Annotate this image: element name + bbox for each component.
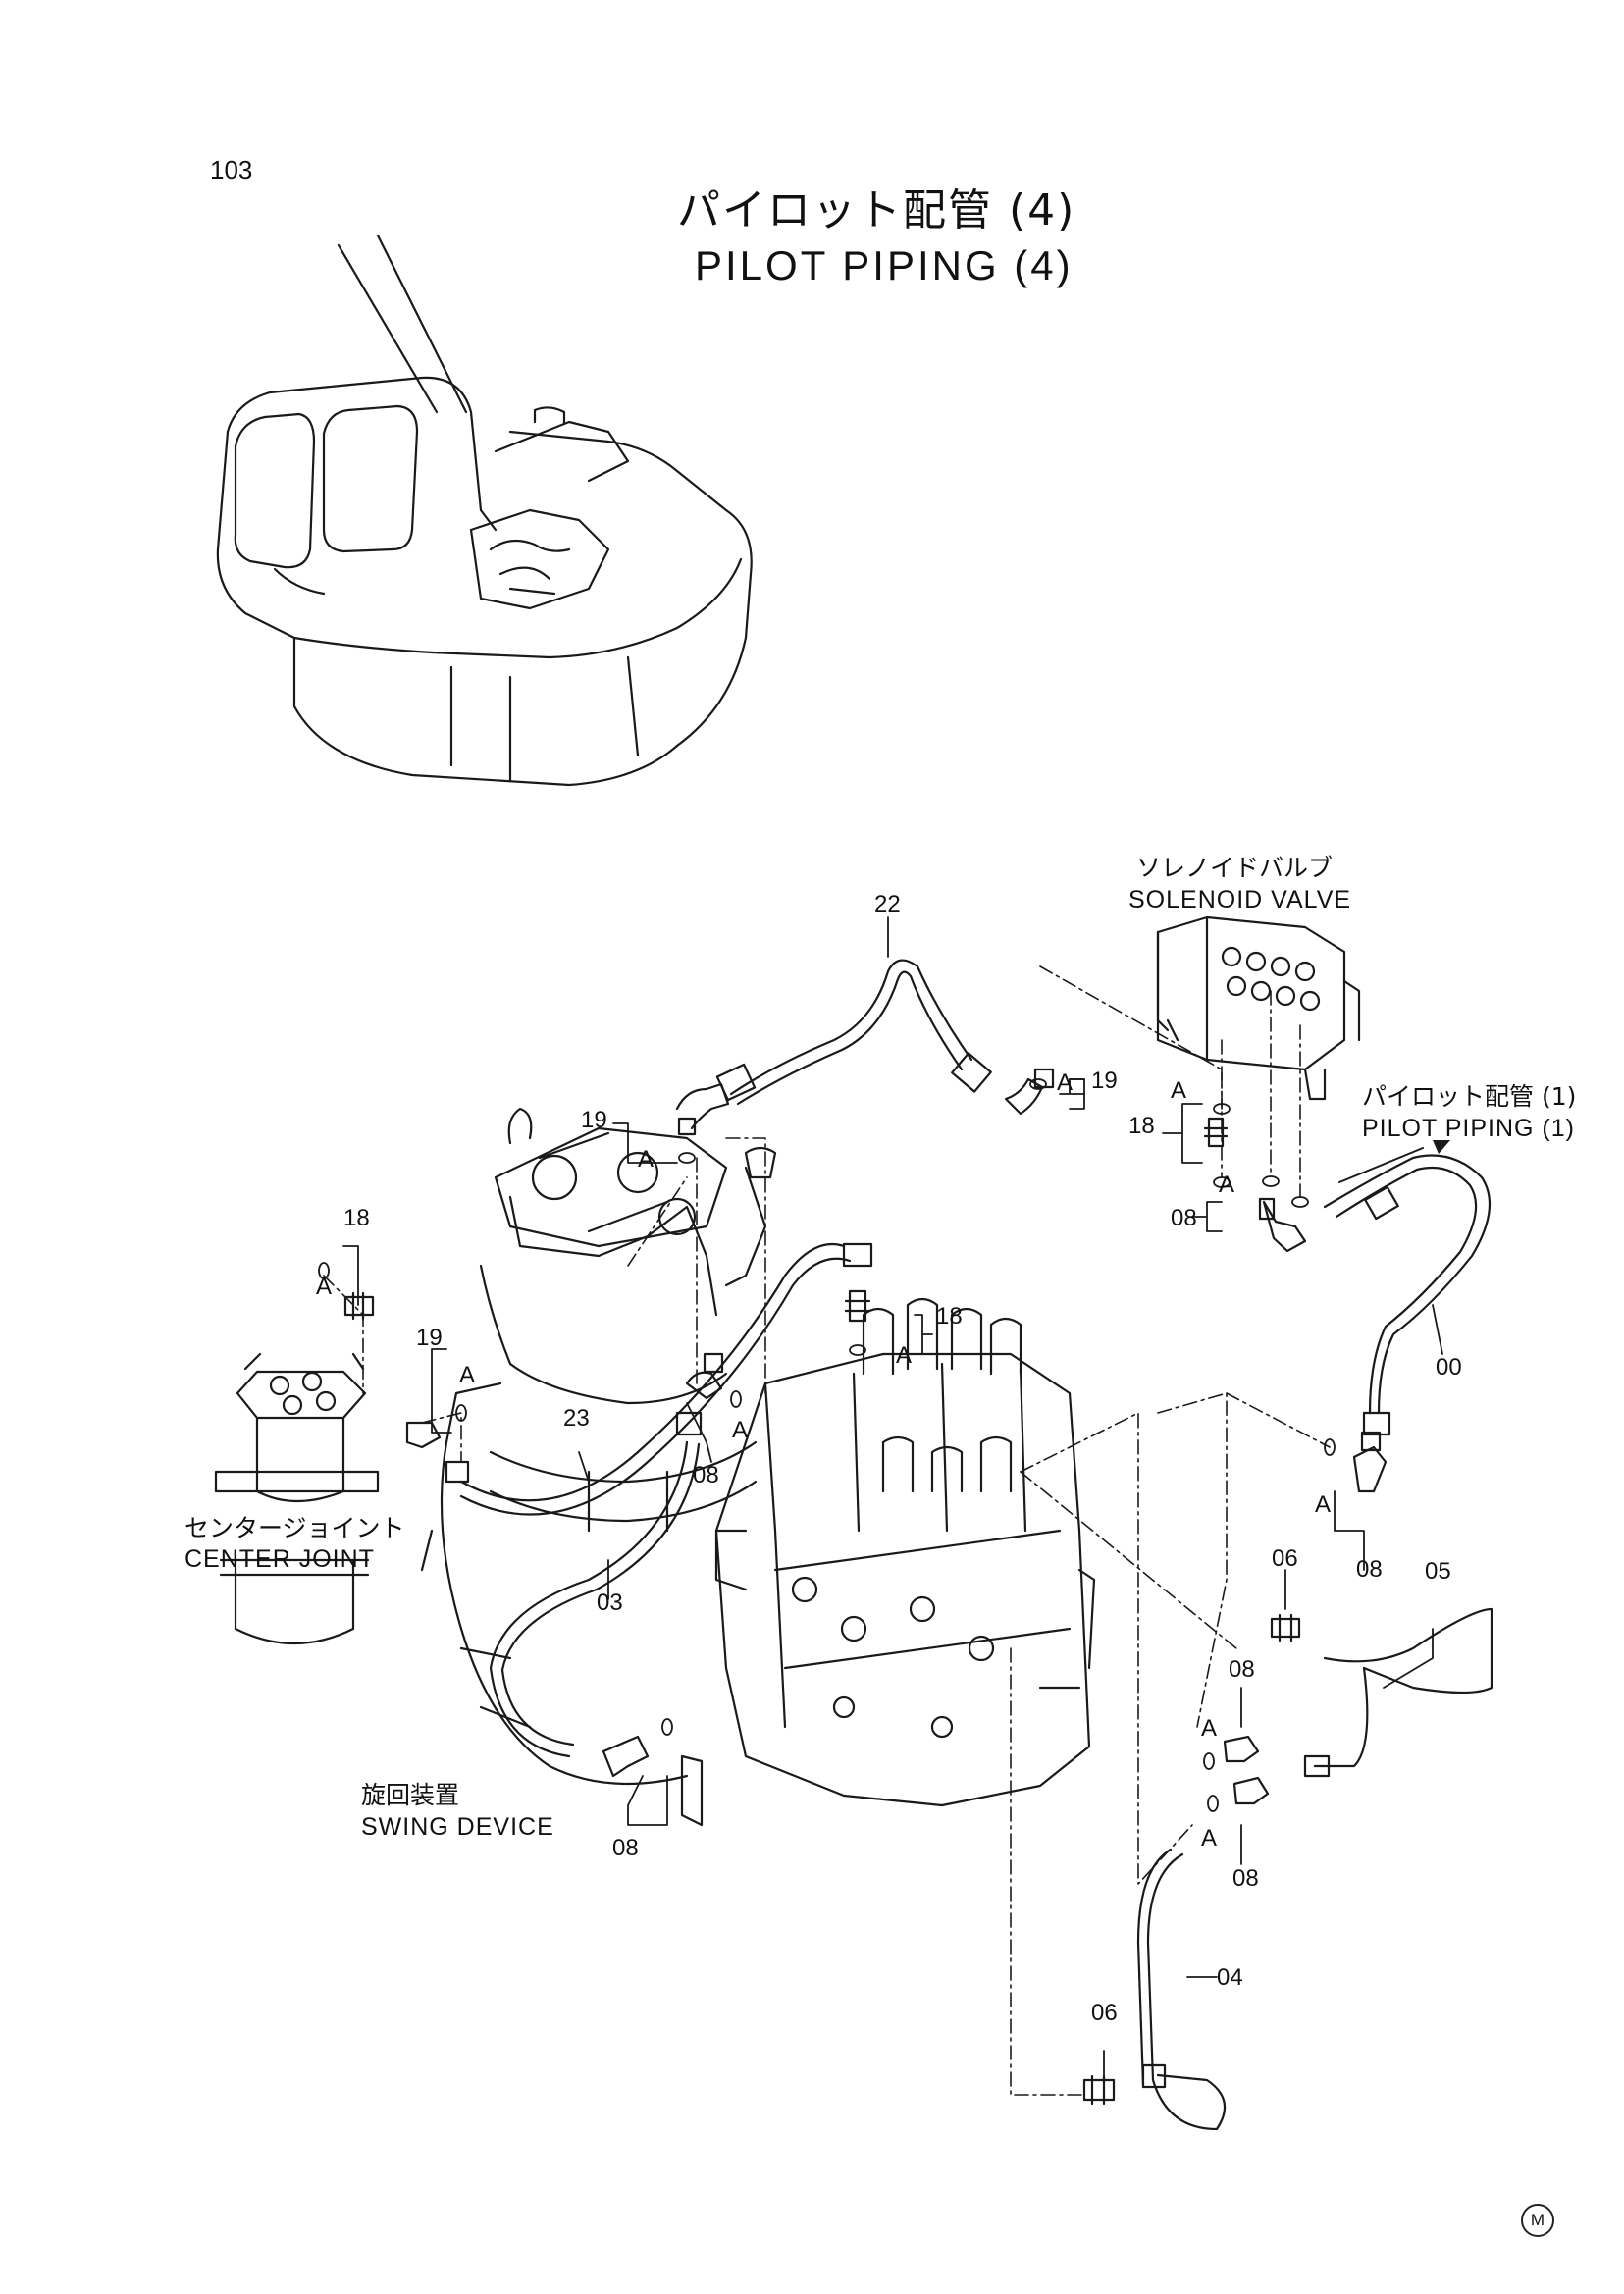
fitting-08-valve-top <box>685 1352 724 1400</box>
leader-lines <box>342 916 1443 2076</box>
detail-mark-a: A <box>1219 1172 1235 1198</box>
corner-mark: M <box>1521 2204 1554 2237</box>
part-callout-04: 04 <box>1217 1964 1243 1991</box>
swing-device-label: SWING DEVICE <box>361 1813 554 1841</box>
fitting-08-solenoid <box>1258 1197 1307 1253</box>
part-callout-08: 08 <box>1229 1656 1255 1683</box>
o-rings <box>318 1078 1336 1812</box>
part-callout-00: 00 <box>1436 1354 1462 1381</box>
part-callout-19: 19 <box>1091 1068 1118 1094</box>
part-callout-18: 18 <box>343 1205 370 1231</box>
part-callout-06: 06 <box>1091 2000 1118 2026</box>
pilot-piping-reference-japanese: パイロット配管 (1) <box>1362 1082 1577 1111</box>
reference-arrow <box>1433 1140 1450 1154</box>
fitting-08-swing <box>602 1735 704 1827</box>
fitting-08-lower-b <box>1232 1776 1270 1805</box>
part-callout-03: 03 <box>597 1590 623 1616</box>
detail-mark-a: A <box>1315 1491 1332 1518</box>
swing-device-illustration <box>420 1107 777 1786</box>
part-callout-19: 19 <box>581 1107 607 1133</box>
page-number: 103 <box>210 155 253 184</box>
part-callout-08: 08 <box>612 1835 639 1861</box>
detail-mark-a: A <box>1201 1715 1218 1742</box>
reference-lines <box>323 965 1331 2096</box>
solenoid-valve-illustration <box>1156 915 1361 1101</box>
detail-mark-a: A <box>459 1362 476 1388</box>
detail-mark-a: A <box>1171 1077 1187 1104</box>
part-callout-22: 22 <box>874 891 901 917</box>
center-joint-label-japanese: センタージョイント <box>184 1514 405 1542</box>
hose-22 <box>715 959 992 1106</box>
part-callout-19: 19 <box>416 1325 443 1351</box>
fitting-18-center <box>343 1291 375 1321</box>
fitting-19-right <box>1004 1068 1055 1116</box>
part-callout-08: 08 <box>1171 1205 1197 1231</box>
part-callout-08: 08 <box>693 1462 719 1488</box>
fitting-06-bottom <box>1082 2074 1116 2106</box>
part-callout-18: 18 <box>1128 1113 1155 1139</box>
hose-23 <box>459 1242 873 1516</box>
center-joint-label: CENTER JOINT <box>184 1545 375 1573</box>
fitting-19-left <box>675 1082 730 1136</box>
page-title: PILOT PIPING (4) <box>695 242 1074 288</box>
part-callout-08: 08 <box>1356 1556 1383 1583</box>
pipe-03 <box>489 1411 703 1758</box>
part-callout-08: 08 <box>1232 1865 1259 1892</box>
pipe-04 <box>1136 1848 1227 2131</box>
detail-mark-a: A <box>638 1146 655 1173</box>
fitting-08-right <box>1352 1431 1388 1493</box>
detail-mark-a: A <box>316 1274 333 1300</box>
pipe-00 <box>1323 1154 1492 1436</box>
swing-device-label-japanese: 旋回装置 <box>361 1781 460 1809</box>
fitting-06-right <box>1270 1613 1301 1642</box>
detail-mark-a: A <box>1201 1825 1218 1851</box>
fitting-18-valve <box>844 1289 871 1323</box>
control-valve-illustration <box>714 1297 1096 1807</box>
detail-mark-a: A <box>1057 1069 1074 1096</box>
excavator-overview-illustration <box>216 234 753 787</box>
part-callout-23: 23 <box>563 1405 590 1432</box>
page-title-japanese: パイロット配管 (4) <box>677 185 1076 235</box>
fitting-08-lower-a <box>1223 1735 1260 1763</box>
fitting-18-solenoid <box>1203 1117 1229 1148</box>
fitting-19-center <box>405 1421 470 1484</box>
solenoid-valve-label: SOLENOID VALVE <box>1128 886 1352 913</box>
detail-mark-a: A <box>732 1417 749 1443</box>
pipe-05 <box>1303 1607 1493 1778</box>
center-joint-illustration <box>214 1352 380 1645</box>
pilot-piping-reference: PILOT PIPING (1) <box>1362 1115 1575 1142</box>
solenoid-valve-label-japanese: ソレノイドバルブ <box>1136 854 1334 882</box>
detail-mark-a: A <box>896 1342 913 1369</box>
part-callout-06: 06 <box>1272 1545 1298 1572</box>
part-callout-05: 05 <box>1425 1558 1451 1585</box>
part-callout-18: 18 <box>936 1303 963 1329</box>
